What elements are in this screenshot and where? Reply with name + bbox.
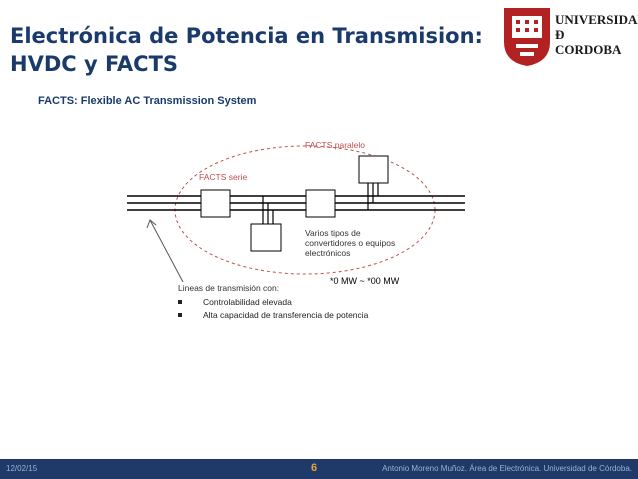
- transmission-lines: [127, 195, 465, 211]
- logo-text: UNIVERSIDAD Ð CORDOBA: [555, 12, 638, 57]
- footer-date: 12/02/15: [6, 464, 38, 473]
- varios-line-2: convertidores o equipos: [305, 238, 396, 248]
- logo-line-1: UNIVERSIDAD: [555, 12, 638, 27]
- varios-line-3: electrónicos: [305, 248, 351, 258]
- facts-serie-box-2: [305, 189, 336, 218]
- varios-line-1: Varios tipos de: [305, 228, 361, 238]
- page-number: 6: [311, 462, 318, 474]
- facts-paralelo-label: FACTS paralelo: [305, 140, 365, 150]
- power-range-label: *0 MW ~ *00 MW: [330, 276, 400, 286]
- slide-title: Electrónica de Potencia en Transmision: …: [10, 22, 483, 78]
- shunt-connectors-upper: [367, 183, 379, 210]
- facts-serie-box-1: [200, 189, 231, 218]
- footer-author: Antonio Moreno Muñoz. Área de Electrónic…: [382, 464, 632, 473]
- bullet-item: Controlabilidad elevada: [178, 296, 368, 309]
- bullet-text: Alta capacidad de transferencia de poten…: [203, 310, 369, 320]
- university-logo: [504, 8, 550, 66]
- facts-serie-label: FACTS serie: [199, 172, 248, 182]
- bullet-square-icon: [178, 313, 182, 317]
- varios-tipos-label: Varios tipos de convertidores o equipos …: [305, 228, 395, 258]
- title-line-1: Electrónica de Potencia en Transmision:: [10, 24, 483, 48]
- logo-line-3: CORDOBA: [555, 42, 622, 57]
- title-line-2: HVDC y FACTS: [10, 52, 179, 76]
- arrow-icon: [146, 219, 184, 283]
- bullet-square-icon: [178, 300, 182, 304]
- bullet-list: Controlabilidad elevada Alta capacidad d…: [178, 296, 368, 322]
- slide-footer: 12/02/15 6 Antonio Moreno Muñoz. Área de…: [0, 459, 638, 479]
- bullet-text: Controlabilidad elevada: [203, 297, 292, 307]
- shield-icon: [504, 8, 550, 66]
- facts-shunt-box-lower: [250, 223, 282, 252]
- slide-subtitle: FACTS: Flexible AC Transmission System: [38, 95, 257, 107]
- logo-line-2: Ð: [555, 27, 565, 42]
- shunt-connectors-lower: [262, 196, 274, 224]
- bullet-item: Alta capacidad de transferencia de poten…: [178, 309, 368, 322]
- lineas-label: Lineas de transmisión con:: [178, 283, 280, 293]
- facts-paralelo-box: [358, 155, 389, 184]
